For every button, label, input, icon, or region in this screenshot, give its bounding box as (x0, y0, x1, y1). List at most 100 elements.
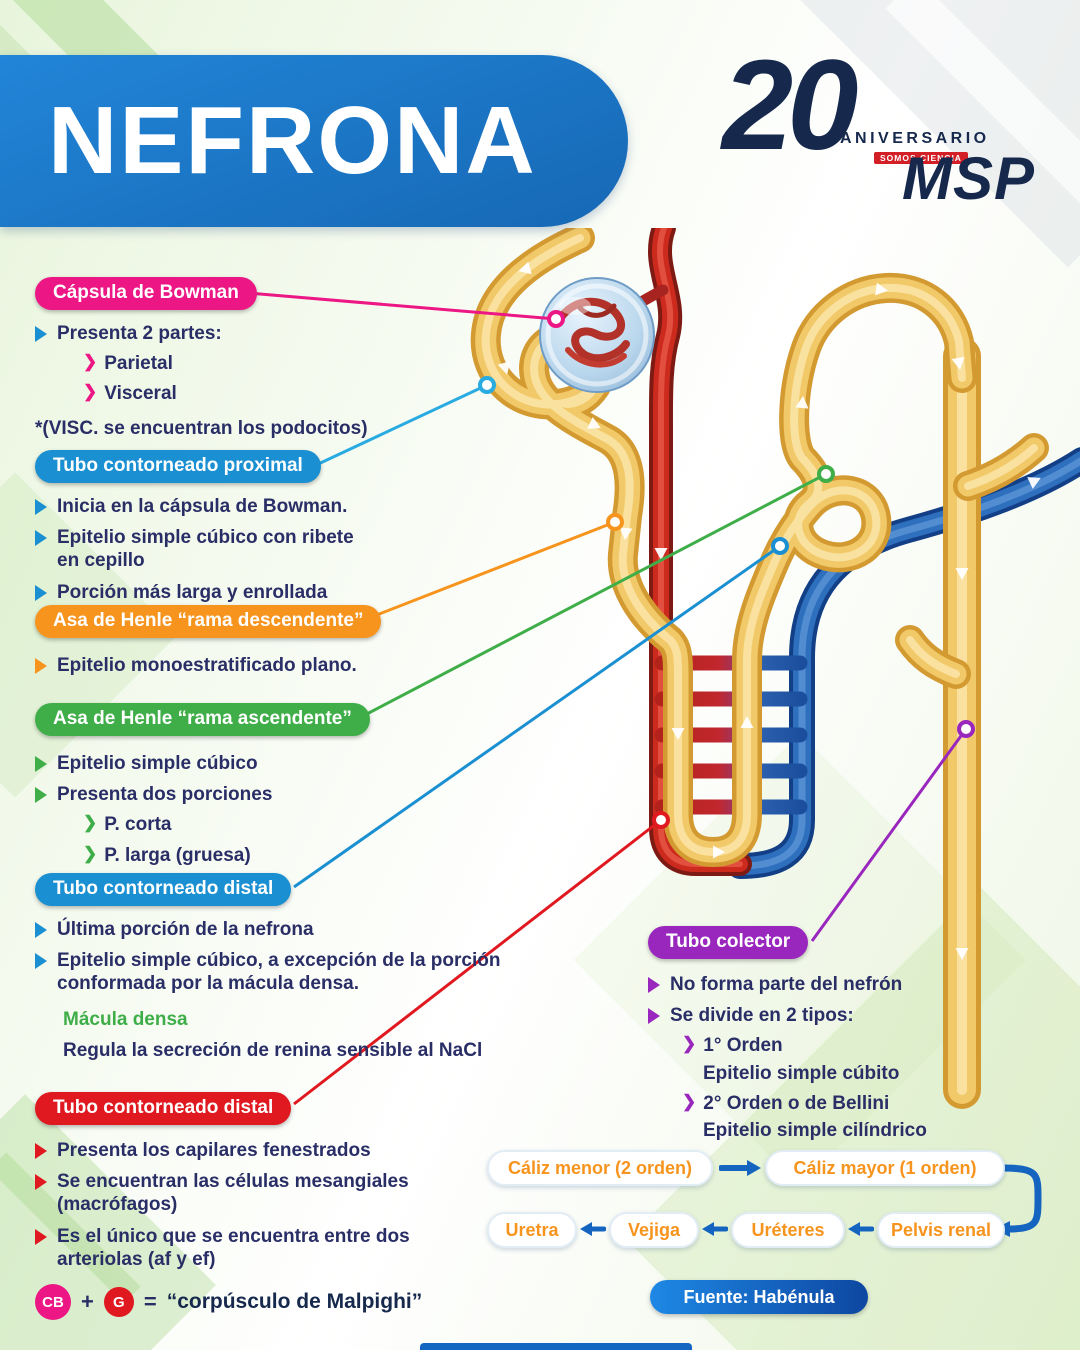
section-tubo-colector: Tubo colector No forma parte del nefrón … (648, 926, 1008, 1142)
section-note: *(VISC. se encuentran los podocitos) (35, 417, 368, 439)
bullet-arrow-icon (35, 1174, 47, 1191)
bullet-text: Presenta 2 partes: (57, 323, 222, 344)
connector-henle-desc (368, 520, 616, 620)
subitem-text: Parietal (104, 353, 173, 375)
type-name: 1° Orden (703, 1035, 783, 1057)
source-pill: Fuente: Habénula (650, 1280, 868, 1314)
connector-henle-asc (362, 472, 827, 718)
bullet-text: Presenta dos porciones (57, 784, 273, 806)
bullet-arrow-icon (35, 530, 47, 547)
flow-pill-pelvis-renal: Pelvis renal (877, 1212, 1005, 1248)
msp-anniversary-logo: 20 ANIVERSARIO SOMOS CIENCIA MSP (722, 34, 1034, 213)
flow-pill-vejiga: Vejiga (609, 1212, 699, 1248)
legend-text: “corpúsculo de Malpighi” (166, 1290, 423, 1313)
bottom-bar (420, 1343, 692, 1350)
section-label-asa-ascendente: Asa de Henle “rama ascendente” (35, 703, 370, 736)
bullet-text: Epitelio simple cúbico (57, 753, 258, 774)
connector-bowman (247, 291, 557, 321)
bullet-text: Se encuentran las células mesangiales (m… (57, 1171, 409, 1216)
subitem-text: P. larga (gruesa) (104, 844, 251, 866)
section-glomerulo: Tubo contorneado distal Presenta los cap… (35, 1092, 465, 1271)
bullet-arrow-icon (35, 584, 47, 601)
connector-glomerulo (293, 818, 662, 1106)
chevron-icon (83, 813, 97, 833)
section-tubo-proximal: Tubo contorneado proximal Inicia en la c… (35, 450, 415, 604)
bullet-text: Epitelio simple cúbico, a excepción de l… (57, 950, 501, 995)
chevron-icon (83, 352, 97, 372)
chevron-icon (83, 844, 97, 864)
anchor-dot (817, 465, 835, 483)
legend-cb-badge: CB (35, 1284, 71, 1320)
flow-pill-uretra: Uretra (487, 1212, 577, 1248)
type-desc: Epitelio simple cúbito (703, 1062, 900, 1084)
flow-pill-label: Cáliz mayor (1 orden) (793, 1157, 977, 1178)
section-label-tubo-colector: Tubo colector (648, 926, 809, 959)
type-name: 2° Orden o de Bellini (703, 1092, 890, 1114)
bullet-text: Se divide en 2 tipos: (670, 1005, 854, 1027)
subitem-text: Visceral (104, 383, 177, 405)
anchor-dot (771, 537, 789, 555)
logo-number: 20 (722, 34, 858, 177)
macula-densa-heading: Mácula densa (63, 1008, 188, 1030)
flow-arrow-right-icon (718, 1159, 761, 1182)
bullet-arrow-icon (35, 1143, 47, 1159)
macula-densa-text: Regula la secreción de renina sensible a… (63, 1039, 483, 1061)
bullet-arrow-icon (35, 756, 47, 772)
connector-proximal (313, 383, 488, 468)
logo-brand: MSP (902, 145, 1036, 212)
chevron-icon (682, 1092, 696, 1112)
flow-connector-bracket (998, 1164, 1042, 1233)
bullet-arrow-icon (35, 1228, 47, 1245)
section-label-capsula-bowman: Cápsula de Bowman (35, 277, 257, 310)
bowman-capsule-glomerulus (539, 277, 655, 393)
legend-equals: = (143, 1289, 157, 1314)
flow-pill-label: Cáliz menor (2 orden) (507, 1157, 693, 1178)
flow-pill-label: Vejiga (627, 1219, 681, 1240)
connector-colector (810, 728, 968, 942)
flow-pill-caliz-menor: Cáliz menor (2 orden) (487, 1150, 713, 1186)
bullet-text: Porción más larga y enrollada (57, 581, 328, 603)
flow-arrow-left-icon (702, 1221, 729, 1242)
anchor-dot (652, 811, 670, 829)
section-label-asa-descendente: Asa de Henle “rama descendente” (35, 605, 382, 638)
chevron-icon (682, 1034, 696, 1054)
bullet-text: Presenta los capilares fenestrados (57, 1140, 371, 1161)
bullet-arrow-icon (35, 922, 47, 938)
bullet-text: Última porción de la nefrona (57, 919, 314, 940)
anchor-dot (957, 720, 975, 738)
anchor-dot (478, 376, 496, 394)
section-label-tubo-proximal: Tubo contorneado proximal (35, 450, 321, 483)
flow-pill-caliz-mayor: Cáliz mayor (1 orden) (765, 1150, 1005, 1186)
bullet-arrow-icon (35, 953, 47, 970)
section-label-tubo-distal: Tubo contorneado distal (35, 873, 292, 906)
bullet-arrow-icon (35, 326, 47, 342)
bullet-arrow-icon (35, 499, 47, 515)
flow-arrow-left-icon (580, 1221, 607, 1242)
legend-plus: + (81, 1289, 94, 1314)
flow-arrow-left-icon (848, 1221, 875, 1242)
bullet-text: Epitelio monoestratificado plano. (57, 655, 357, 676)
type-desc: Epitelio simple cilíndrico (703, 1119, 927, 1141)
section-asa-henle-descendente: Asa de Henle “rama descendente” Epitelio… (35, 605, 435, 677)
section-capsula-bowman: Cápsula de Bowman Presenta 2 partes: Par… (35, 277, 455, 440)
section-asa-henle-ascendente: Asa de Henle “rama ascendente” Epitelio … (35, 703, 435, 867)
flow-pill-label: Uréteres (751, 1219, 825, 1240)
chevron-icon (83, 382, 97, 402)
page-title: NEFRONA (48, 87, 537, 194)
flow-direction-arrows (497, 261, 1041, 960)
subitem-text: P. corta (104, 814, 172, 836)
bullet-arrow-icon (35, 787, 47, 804)
flow-pill-label: Uretra (505, 1219, 559, 1240)
flow-pill-ureteres: Uréteres (731, 1212, 845, 1248)
anchor-dot (606, 513, 624, 531)
bullet-arrow-icon (35, 658, 47, 674)
legend-g-badge: G (103, 1287, 134, 1317)
connector-distal (293, 544, 781, 889)
bullet-text: Es el único que se encuentra entre dos a… (57, 1225, 410, 1270)
title-banner: NEFRONA (0, 55, 628, 227)
section-tubo-distal: Tubo contorneado distal Última porción d… (35, 873, 535, 1062)
bullet-text: Epitelio simple cúbico con ribete en cep… (57, 527, 354, 572)
anchor-dot (547, 310, 565, 328)
